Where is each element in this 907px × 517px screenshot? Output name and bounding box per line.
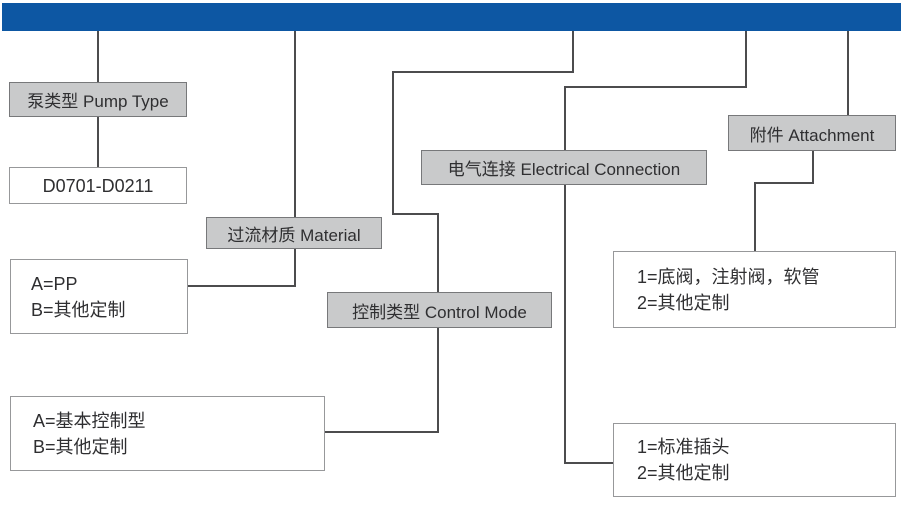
connector-line [437,328,439,433]
pump-type-label: 泵类型 Pump Type [9,82,187,117]
model-code-bar [2,3,901,31]
attachment-options-box: 1=底阀，注射阀，软管 2=其他定制 [613,251,896,328]
electrical-connection-option: 1=标准插头 [637,437,730,457]
control-mode-options-box: A=基本控制型 B=其他定制 [10,396,325,471]
connector-line [564,185,566,464]
electrical-connection-label: 电气连接 Electrical Connection [421,150,707,185]
control-mode-option: B=其他定制 [33,436,128,457]
control-mode-label: 控制类型 Control Mode [327,292,552,328]
attachment-option: 2=其他定制 [637,292,730,313]
connector-line [392,71,394,215]
connector-line [564,86,566,150]
connector-line [812,151,814,184]
control-mode-option: A=基本控制型 [33,410,146,431]
connector-line [437,213,439,292]
connector-line [294,31,296,217]
electrical-connection-options-box: 1=标准插头 2=其他定制 [613,423,896,497]
material-options-box: A=PP B=其他定制 [10,259,188,334]
connector-line [188,285,296,287]
connector-line [572,31,574,73]
pump-type-code: D0701-D0211 [42,175,154,196]
connector-line [847,31,849,115]
material-label: 过流材质 Material [206,217,382,249]
connector-line [745,31,747,88]
connector-line [754,182,814,184]
material-option: B=其他定制 [31,299,126,320]
attachment-option: 1=底阀，注射阀，软管 [637,266,820,287]
electrical-connection-option: 2=其他定制 [637,463,730,483]
connector-line [392,213,439,215]
connector-line [325,431,439,433]
connector-line [754,182,756,251]
connector-line [564,86,747,88]
pump-type-code-box: D0701-D0211 [9,167,187,204]
connector-line [97,117,99,167]
attachment-label: 附件 Attachment [728,115,896,151]
connector-line [97,31,99,82]
connector-line [392,71,574,73]
material-option: A=PP [31,273,78,294]
connector-line [294,249,296,287]
connector-line [564,462,613,464]
